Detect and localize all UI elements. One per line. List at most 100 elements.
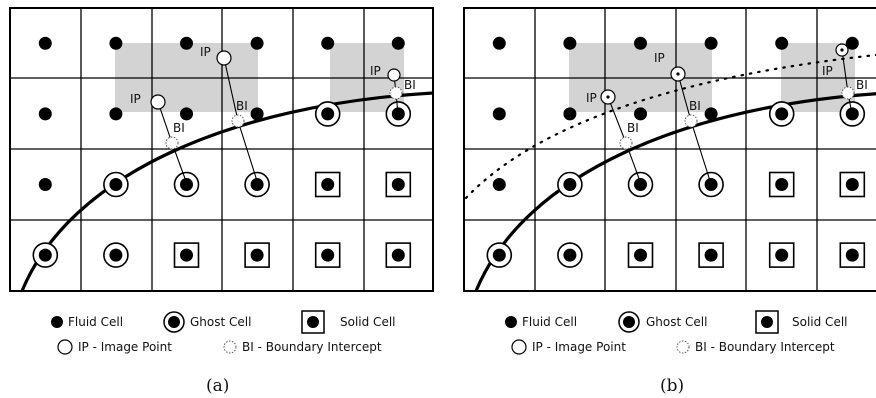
fluid-cell-marker [109, 36, 123, 50]
caption-a: (a) [206, 376, 229, 396]
legend-image-point: IP - Image Point [532, 340, 626, 354]
image-point [150, 94, 166, 110]
fluid-cell-marker [775, 36, 789, 50]
fluid-cell-marker [180, 36, 193, 50]
point-labels: IP IP IP BI BI BI [586, 51, 868, 135]
fluid-cell-icon [505, 316, 517, 328]
ip-bi-links [607, 49, 853, 185]
boundary-intercept-icon [676, 340, 690, 354]
fluid-cell-marker [492, 178, 506, 191]
grid-lines [10, 8, 433, 291]
bi-label: BI [627, 121, 639, 135]
image-point-center-dot [606, 95, 610, 99]
fluid-cell-marker [704, 107, 718, 121]
solid-cell-marker [244, 242, 270, 268]
fluid-cell-marker [634, 36, 647, 50]
offset-dotted-curve [464, 53, 876, 200]
fluid-cell-marker [250, 36, 264, 50]
legend-fluid-cell: Fluid Cell [522, 315, 577, 329]
fluid-cell-marker [704, 36, 718, 50]
bi-label: BI [173, 121, 185, 135]
ghost-cell-marker [103, 242, 129, 268]
bi-label: BI [236, 99, 248, 113]
solid-cell-marker [839, 242, 866, 268]
ghost-cell-marker [557, 242, 583, 268]
ghost-cell-icon [618, 311, 640, 333]
boundary-intercept-icon [223, 340, 237, 354]
bi-label: BI [689, 99, 701, 113]
solid-cell-icon [755, 310, 779, 334]
grid-lines [464, 8, 876, 291]
ghost-cell-marker [698, 171, 724, 198]
caption-b: (b) [660, 376, 684, 396]
ip-label: IP [370, 64, 381, 78]
cell-markers [486, 36, 866, 268]
solid-cell-marker [173, 242, 200, 268]
cell-markers [32, 36, 412, 268]
solid-cell-marker [385, 242, 412, 268]
fluid-cell-marker [38, 36, 52, 50]
fluid-cell-marker [38, 178, 52, 191]
ghost-cell-marker [32, 242, 59, 268]
ip-label: IP [822, 64, 833, 78]
fluid-cell-marker [38, 107, 52, 121]
legend-b: Fluid Cell Ghost Cell Solid Cell IP - Im… [505, 310, 848, 396]
image-point-icon [511, 339, 527, 355]
boundary-intercept-point [231, 114, 245, 128]
panel-a: IP IP IP BI BI BI [9, 7, 434, 292]
ip-label: IP [200, 45, 211, 59]
ghost-cell-marker [314, 101, 341, 127]
legend-solid-cell: Solid Cell [340, 315, 396, 329]
ghost-cell-marker [244, 171, 270, 198]
fluid-cell-marker [391, 36, 405, 50]
image-point-icon [57, 339, 73, 355]
ip-bi-links [157, 57, 399, 185]
solid-cell-marker [839, 171, 866, 198]
grid-frame [9, 7, 434, 292]
solid-cell-marker [768, 242, 795, 268]
ghost-cell-marker [768, 101, 795, 127]
boundary-intercept-point [841, 86, 855, 100]
solid-cell-icon [301, 310, 325, 334]
legend-image-point: IP - Image Point [78, 340, 172, 354]
boundary-intercepts [619, 86, 855, 150]
image-point [387, 68, 401, 82]
fluid-cell-icon [51, 316, 63, 328]
boundary-intercept-point [165, 136, 179, 150]
ip-label: IP [654, 51, 665, 65]
image-point-center-dot [676, 72, 680, 76]
bi-label: BI [856, 78, 868, 92]
fluid-cell-marker [492, 36, 506, 50]
panel-b: IP IP IP BI BI BI [463, 7, 876, 292]
solid-cell-marker [768, 171, 795, 198]
fluid-cell-marker [492, 107, 506, 121]
ghost-cell-marker [103, 171, 129, 198]
point-labels: IP IP IP BI BI BI [130, 45, 416, 135]
boundary-intercepts [165, 86, 403, 150]
fluid-cell-marker [845, 36, 859, 50]
legend-ghost-cell: Ghost Cell [646, 315, 707, 329]
solid-cell-marker [698, 242, 724, 268]
ghost-cell-marker [627, 171, 654, 198]
fluid-cell-marker [634, 107, 647, 121]
legend-ghost-cell: Ghost Cell [190, 315, 251, 329]
fluid-cell-marker [109, 107, 123, 121]
solid-cell-marker [385, 171, 412, 198]
image-point [216, 50, 232, 66]
grid-frame [463, 7, 876, 292]
legend-a: Fluid Cell Ghost Cell Solid Cell IP - Im… [51, 310, 396, 396]
ghost-cell-marker [486, 242, 513, 268]
fluid-cell-marker [250, 107, 264, 121]
immersed-boundary-curve [20, 91, 433, 291]
ghost-cell-icon [163, 311, 185, 333]
bi-label: BI [404, 78, 416, 92]
legend-boundary-intercept: BI - Boundary Intercept [695, 340, 835, 354]
fluid-cell-marker [180, 107, 193, 121]
boundary-intercept-point [389, 86, 403, 100]
boundary-intercept-point [684, 114, 698, 128]
legend-boundary-intercept: BI - Boundary Intercept [242, 340, 382, 354]
solid-cell-marker [314, 171, 341, 198]
boundary-intercept-point [619, 136, 633, 150]
ip-label: IP [130, 92, 141, 106]
